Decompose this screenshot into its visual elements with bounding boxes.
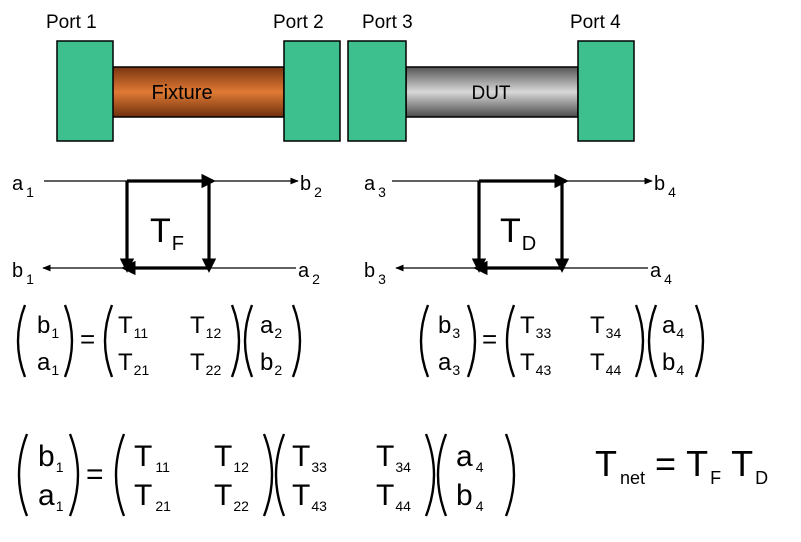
eq3-matrix2-open-paren — [274, 433, 286, 517]
eq3-rhs-close-paren — [504, 433, 516, 517]
eq2-lhs-open-paren — [419, 304, 430, 378]
port-3-label: Port 3 — [362, 12, 413, 33]
eq1-lhs-close-paren — [63, 304, 74, 378]
eq2-lhs-a3: a3 — [438, 349, 460, 378]
eq3-t44: T44 — [376, 479, 411, 514]
eq2-lhs-close-paren — [466, 304, 477, 378]
eq1-t12: T12 — [190, 312, 221, 341]
eq3-t22: T22 — [214, 479, 249, 514]
eq1-t11: T11 — [118, 312, 148, 341]
eq3-equals: = — [86, 458, 104, 491]
eq1-equals: = — [80, 324, 95, 354]
eq2-matrix-open-paren — [505, 304, 516, 378]
eq2-equals: = — [482, 324, 497, 354]
eq2-matrix-close-paren — [634, 304, 645, 378]
eq3-t43: T43 — [292, 479, 327, 514]
eq3-rhs-open-paren — [436, 433, 448, 517]
eq1-rhs-close-paren — [291, 304, 302, 378]
eq3-t34: T34 — [376, 440, 411, 475]
eq1-matrix-open-paren — [103, 304, 114, 378]
eq1-lhs-open-paren — [16, 304, 27, 378]
eq3-t33: T33 — [292, 440, 327, 475]
eq1-lhs-a1: a1 — [37, 349, 59, 378]
eq3-lhs-open-paren — [17, 433, 29, 517]
fixture-body — [111, 66, 285, 118]
fixture-label: Fixture — [151, 82, 212, 104]
port-2-label: Port 2 — [273, 12, 324, 33]
port-1-block — [56, 40, 114, 142]
eq2-rhs-b4: b4 — [662, 349, 684, 378]
eq1-t22: T22 — [190, 349, 221, 378]
eq2-t44: T44 — [590, 349, 621, 378]
eq3-lhs-a1: a1 — [38, 479, 64, 514]
tf-matrix-label: TF — [150, 212, 184, 255]
port-2-block — [283, 40, 341, 142]
eq2-t34: T34 — [590, 312, 621, 341]
eq3-matrix1-open-paren — [114, 433, 126, 517]
dut-label: DUT — [471, 83, 510, 104]
eq2-rhs-close-paren — [694, 304, 705, 378]
fixture-assembly: Fixture — [56, 40, 341, 142]
eq3-matrix1-close-paren — [262, 433, 274, 517]
eq2-rhs-a4: a4 — [662, 312, 684, 341]
eq3-t12: T12 — [214, 440, 249, 475]
eq1-rhs-open-paren — [243, 304, 254, 378]
port-4-label: Port 4 — [570, 12, 621, 33]
eq1-matrix-close-paren — [230, 304, 241, 378]
eq2-lhs-b3: b3 — [438, 312, 460, 341]
eq1-rhs-b2: b2 — [260, 349, 282, 378]
eq2-t33: T33 — [520, 312, 551, 341]
eq3-lhs-b1: b1 — [38, 440, 64, 475]
fixture-equation: b1 a1 = T11 T12 T21 T22 a2 b2 — [16, 304, 302, 378]
eq3-lhs-close-paren — [68, 433, 80, 517]
port-3-block — [347, 40, 407, 142]
port-4-block — [577, 40, 635, 142]
eq3-matrix2-close-paren — [424, 433, 436, 517]
eq1-rhs-a2: a2 — [260, 312, 282, 341]
port-1-label: Port 1 — [46, 12, 97, 33]
eq1-t21: T21 — [118, 349, 149, 378]
eq1-lhs-b1: b1 — [37, 312, 59, 341]
eq2-rhs-open-paren — [647, 304, 658, 378]
dut-assembly: DUT — [347, 40, 635, 142]
td-matrix-label: TD — [500, 212, 536, 255]
dut-equation: b3 a3 = T33 T34 T43 T44 a4 b4 — [419, 304, 705, 378]
eq2-t43: T43 — [520, 349, 551, 378]
dut-body — [405, 66, 579, 118]
